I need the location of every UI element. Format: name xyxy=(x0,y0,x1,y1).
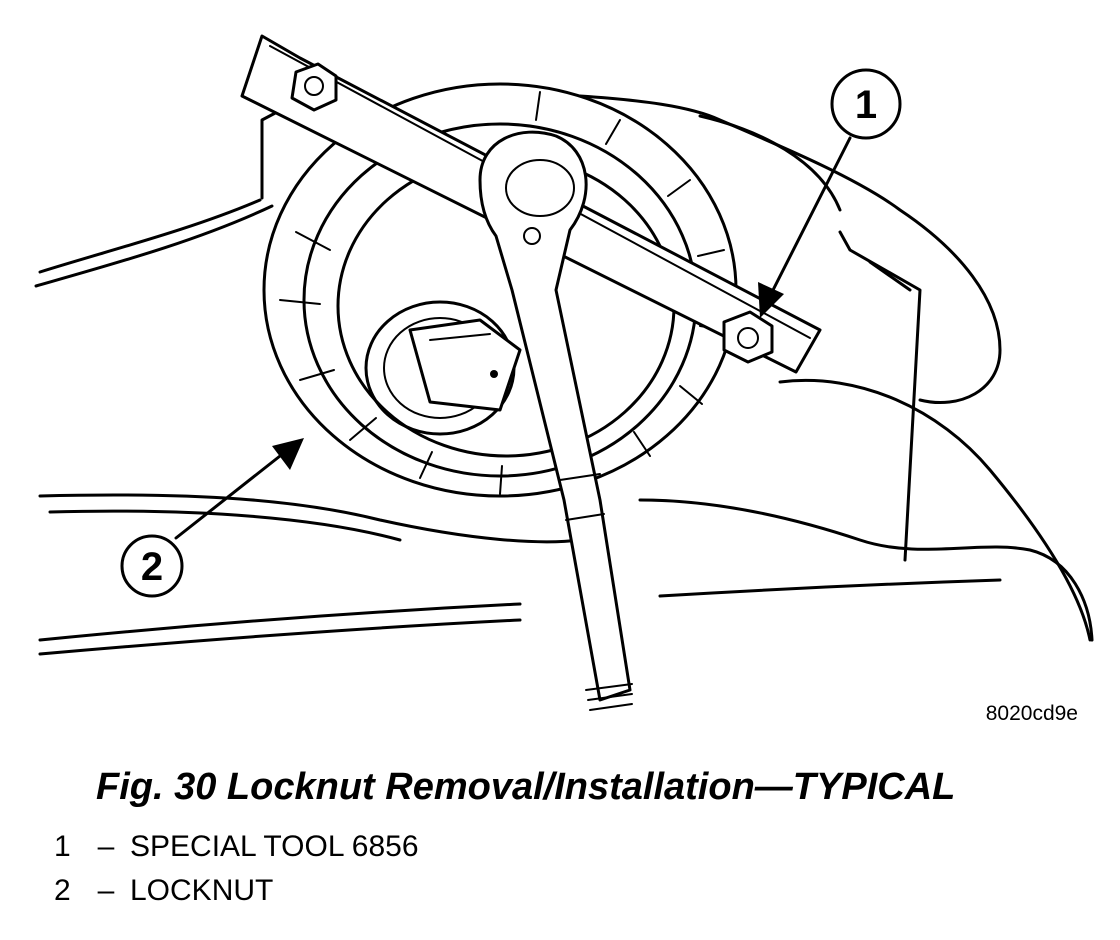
callout-2: 2 xyxy=(120,438,304,598)
callout-1-arrowhead xyxy=(758,282,784,318)
callout-2-label: 2 xyxy=(141,545,163,589)
legend-dash: – xyxy=(97,874,115,907)
legend-item-2: 2–LOCKNUT xyxy=(54,874,273,908)
ratchet-wrench xyxy=(478,130,633,711)
callout-1-label: 1 xyxy=(855,83,877,127)
legend-item-1: 1–SPECIAL TOOL 6856 xyxy=(54,830,419,864)
legend-label: SPECIAL TOOL 6856 xyxy=(130,830,419,863)
image-code: 8020cd9e xyxy=(986,702,1078,725)
legend-label: LOCKNUT xyxy=(130,874,274,907)
figure-caption: Fig. 30 Locknut Removal/Installation—TYP… xyxy=(96,766,956,808)
callout-2-arrowhead xyxy=(272,438,304,470)
inner-connector xyxy=(364,300,522,436)
callout-1: 1 xyxy=(758,68,902,318)
housing-outline xyxy=(34,94,1094,656)
legend-dash: – xyxy=(97,830,115,863)
legend-number: 2 xyxy=(54,874,71,907)
legend-number: 1 xyxy=(54,830,71,863)
